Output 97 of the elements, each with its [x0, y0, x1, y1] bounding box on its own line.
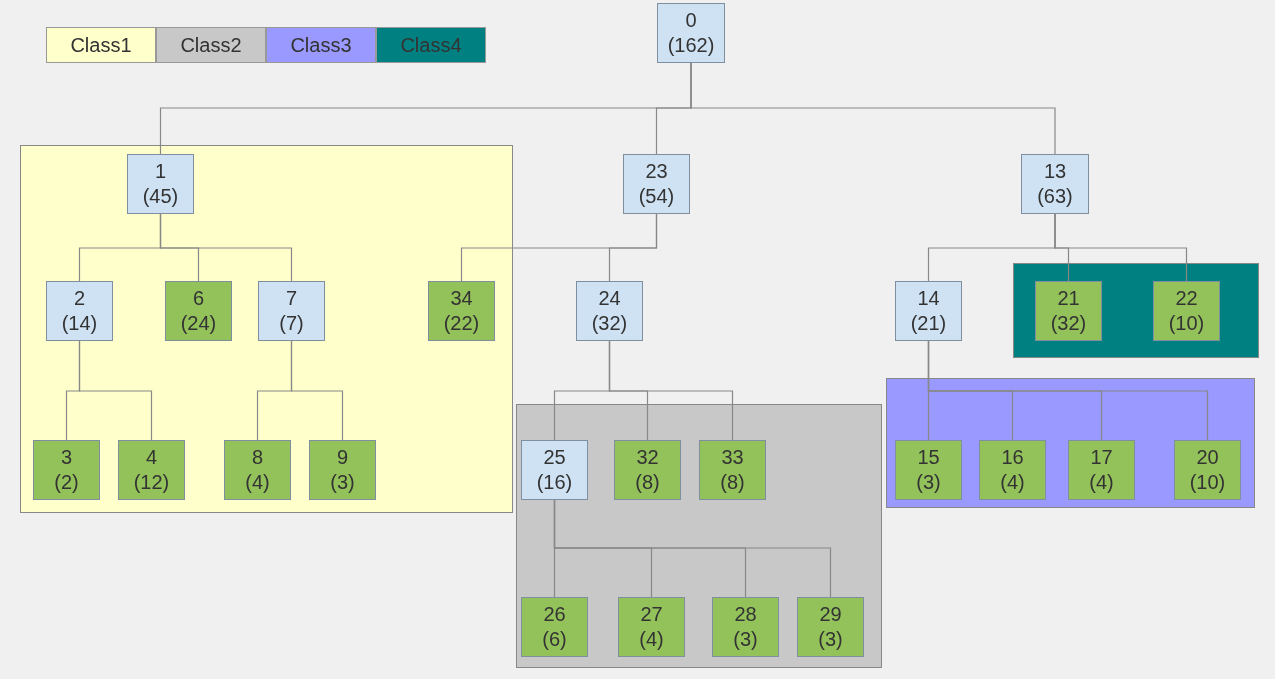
node-id: 2 — [73, 286, 86, 311]
tree-node-box — [258, 281, 325, 341]
node-id: 24 — [598, 286, 621, 311]
connector-line — [1054, 213, 1188, 282]
node-id: 13 — [1043, 159, 1067, 184]
node-count: (24) — [180, 311, 217, 336]
region-panel — [20, 145, 513, 513]
node-count: (4) — [1000, 470, 1025, 495]
node-count: (45) — [142, 184, 179, 209]
node-id: 23 — [645, 159, 668, 184]
node-id: 0 — [685, 8, 697, 33]
node-id: 26 — [543, 602, 566, 627]
node-count: (7) — [279, 311, 304, 336]
leaf-node-box — [33, 440, 100, 500]
node-id: 4 — [145, 445, 158, 470]
leaf-node-box — [699, 440, 766, 500]
node-id: 8 — [251, 445, 264, 470]
tree-node-box — [657, 3, 725, 63]
leaf-node-box — [1068, 440, 1135, 500]
legend-label: Class2 — [180, 33, 242, 57]
node-id: 21 — [1057, 286, 1080, 311]
node-count: (3) — [330, 470, 355, 495]
node-count: (10) — [1168, 311, 1205, 336]
region-panel — [1013, 263, 1259, 358]
node-id: 25 — [543, 445, 566, 470]
node-count: (22) — [443, 311, 480, 336]
tree-node-box — [1021, 154, 1089, 214]
node-id: 33 — [721, 445, 744, 470]
connector-line — [690, 62, 1056, 155]
node-count: (16) — [536, 470, 573, 495]
tree-node-box — [127, 154, 194, 214]
node-count: (2) — [54, 470, 79, 495]
tree-node-box — [521, 440, 588, 500]
leaf-node-box — [979, 440, 1046, 500]
leaf-node-box — [618, 597, 685, 657]
node-count: (14) — [61, 311, 98, 336]
node-count: (8) — [635, 470, 660, 495]
node-count: (4) — [245, 470, 270, 495]
leaf-node-box — [797, 597, 864, 657]
node-count: (3) — [818, 627, 843, 652]
node-id: 17 — [1090, 445, 1113, 470]
leaf-node-box — [521, 597, 588, 657]
leaf-node-box — [428, 281, 495, 341]
legend-label: Class3 — [290, 33, 352, 57]
node-id: 9 — [336, 445, 349, 470]
tree-node-box — [576, 281, 643, 341]
node-id: 32 — [636, 445, 659, 470]
leaf-node-box — [1035, 281, 1102, 341]
connector-line — [927, 340, 1209, 441]
node-id: 34 — [450, 286, 473, 311]
node-count: (54) — [638, 184, 675, 209]
region-panel — [516, 404, 882, 668]
node-count: (10) — [1189, 470, 1226, 495]
node-id: 20 — [1196, 445, 1219, 470]
leaf-node-box — [224, 440, 291, 500]
node-id: 6 — [192, 286, 205, 311]
connector-line — [290, 340, 344, 441]
connector-line — [608, 213, 658, 282]
node-count: (4) — [1089, 470, 1114, 495]
leaf-node-box — [1153, 281, 1220, 341]
node-count: (32) — [1050, 311, 1087, 336]
tree-node-box — [895, 281, 962, 341]
legend-label: Class4 — [400, 33, 462, 57]
node-id: 29 — [819, 602, 842, 627]
node-count: (3) — [916, 470, 941, 495]
region-panel — [886, 378, 1255, 508]
node-id: 1 — [154, 159, 167, 184]
leaf-node-box — [1174, 440, 1241, 500]
node-count: (4) — [639, 627, 664, 652]
node-id: 28 — [734, 602, 757, 627]
node-id: 7 — [285, 286, 298, 311]
node-count: (63) — [1037, 184, 1073, 209]
leaf-node-box — [165, 281, 232, 341]
legend-label: Class1 — [70, 33, 132, 57]
tree-node-box — [623, 154, 690, 214]
node-count: (21) — [910, 311, 947, 336]
leaf-node-box — [614, 440, 681, 500]
node-id: 22 — [1175, 286, 1198, 311]
node-count: (32) — [591, 311, 628, 336]
leaf-node-box — [309, 440, 376, 500]
node-count: (162) — [667, 33, 715, 58]
connector-line — [608, 340, 734, 441]
node-count: (8) — [720, 470, 745, 495]
connector-line — [78, 340, 153, 441]
node-id: 27 — [640, 602, 663, 627]
node-count: (6) — [542, 627, 567, 652]
node-id: 16 — [1001, 445, 1024, 470]
connector-line — [159, 213, 293, 282]
node-id: 3 — [60, 445, 73, 470]
node-count: (3) — [733, 627, 758, 652]
node-id: 14 — [917, 286, 940, 311]
node-count: (12) — [133, 470, 170, 495]
tree-node-box — [46, 281, 113, 341]
leaf-node-box — [895, 440, 962, 500]
node-id: 15 — [917, 445, 940, 470]
leaf-node-box — [118, 440, 185, 500]
leaf-node-box — [712, 597, 779, 657]
